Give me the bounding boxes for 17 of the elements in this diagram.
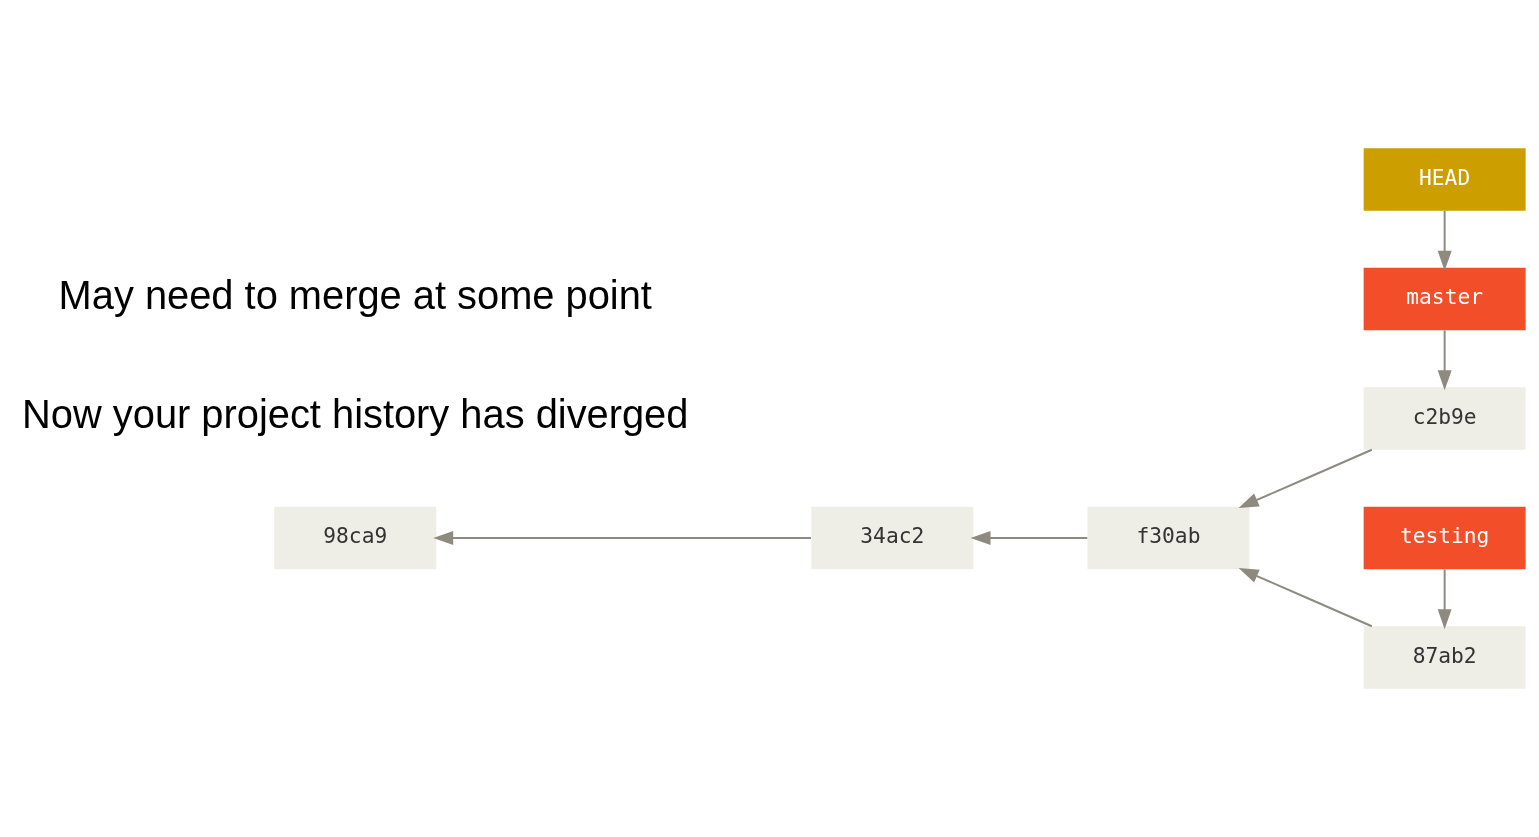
node-box: f30ab [1087, 506, 1250, 570]
label: May need to merge at some point [58, 272, 652, 317]
arrow [1437, 329, 1452, 391]
node-box: 98ca9 [274, 506, 437, 570]
label: Now your project history has diverged [22, 392, 689, 437]
node-box: testing [1363, 506, 1526, 570]
node-box: 87ab2 [1363, 626, 1526, 689]
arrow [1238, 448, 1373, 508]
node-box: HEAD [1363, 148, 1526, 211]
arrow [970, 531, 1089, 545]
node-box: 34ac2 [811, 506, 974, 570]
arrow [433, 531, 812, 545]
arrow [1437, 568, 1452, 630]
arrow [1437, 209, 1452, 271]
arrow [1238, 568, 1373, 628]
node-box: master [1363, 267, 1526, 331]
node-box: c2b9e [1363, 387, 1526, 450]
